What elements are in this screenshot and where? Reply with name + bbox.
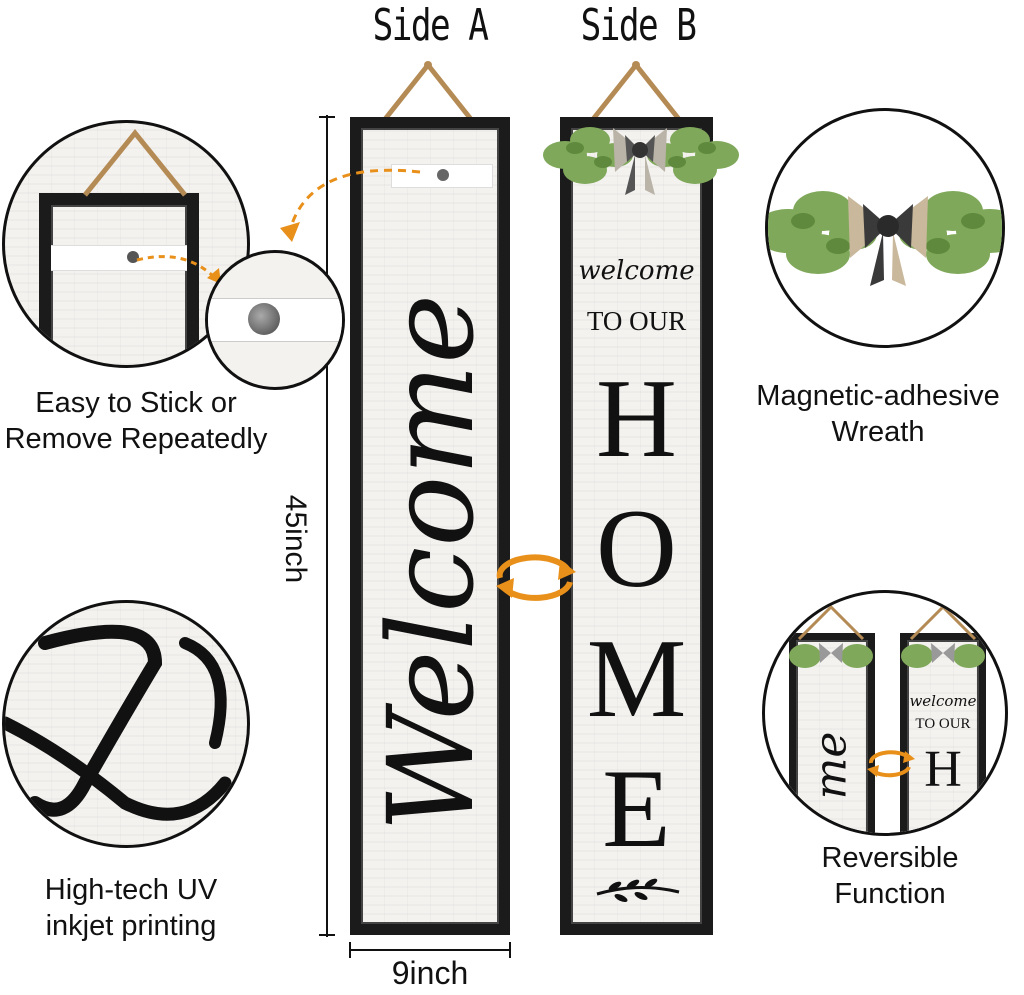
side-a-welcome-script: Welcome [362,293,500,833]
printing-caption: High-tech UV inkjet printing [0,872,262,944]
screw-icon [437,169,449,181]
script-closeup-icon [5,624,232,821]
screw-zoom-circle [205,250,345,390]
leaf-sprig-icon [596,878,680,903]
printing-caption-line1: High-tech UV [44,874,218,906]
wreath-caption-line2: Wreath [831,416,925,448]
side-b-to-our: TO OUR [586,306,687,336]
side-b-title: Side B [580,0,697,51]
stick-caption: Easy to Stick or Remove Repeatedly [0,385,272,457]
height-label: 45inch [279,494,312,584]
letter-m: M [586,617,687,741]
side-b-welcome-script: welcome [578,256,695,286]
letter-h: H [596,357,677,481]
side-a-hanging-rope [380,61,476,125]
hanging-rope-icon [83,129,187,197]
side-b-wreath [543,127,739,195]
mini-reverse-arrows-icon [867,750,915,778]
mini-side-b: welcome TO OUR H [900,633,986,833]
letter-o: O [596,487,677,611]
wreath-caption-line1: Magnetic-adhesive [756,380,1000,412]
reversible-caption-line2: Function [834,878,946,910]
printing-caption-line2: inkjet printing [45,910,217,942]
stick-caption-line2: Remove Repeatedly [4,423,268,455]
wreath-caption: Magnetic-adhesive Wreath [732,378,1024,450]
mini-side-a: me [789,633,875,833]
mini-side-a-script: me [805,731,857,800]
dashed-pointer-arrow [280,168,421,242]
mini-frame [39,193,199,365]
width-label: 9inch [391,955,469,991]
side-a-title: Side A [372,0,489,51]
stick-caption-line1: Easy to Stick or [35,387,237,419]
mini-side-b-to-our: TO OUR [915,716,971,732]
screw-icon [127,251,139,263]
printing-feature-circle [2,600,250,848]
mini-side-b-script: welcome [909,692,977,710]
mini-wreaths-icon [789,604,985,668]
width-dimension-line [349,942,511,958]
wreath-feature-circle [765,108,1005,348]
mini-letter-h: H [924,741,962,798]
letter-e: E [602,747,671,871]
side-b-sign: welcome TO OUR H O M E [560,117,713,935]
side-b-hanging-rope [588,61,684,125]
wreath-icon [768,191,1002,286]
dashed-arrow-icon [136,255,221,284]
screw-icon [248,303,280,335]
reversible-caption: Reversible Function [770,840,1010,912]
magnetic-strip [391,164,493,188]
reversible-caption-line1: Reversible [821,842,959,874]
height-dimension-line [319,115,335,937]
reverse-arrows-icon [496,554,576,601]
side-a-sign: Welcome [350,117,510,935]
reversible-feature-circle: me welcome TO OUR H [762,590,1008,836]
